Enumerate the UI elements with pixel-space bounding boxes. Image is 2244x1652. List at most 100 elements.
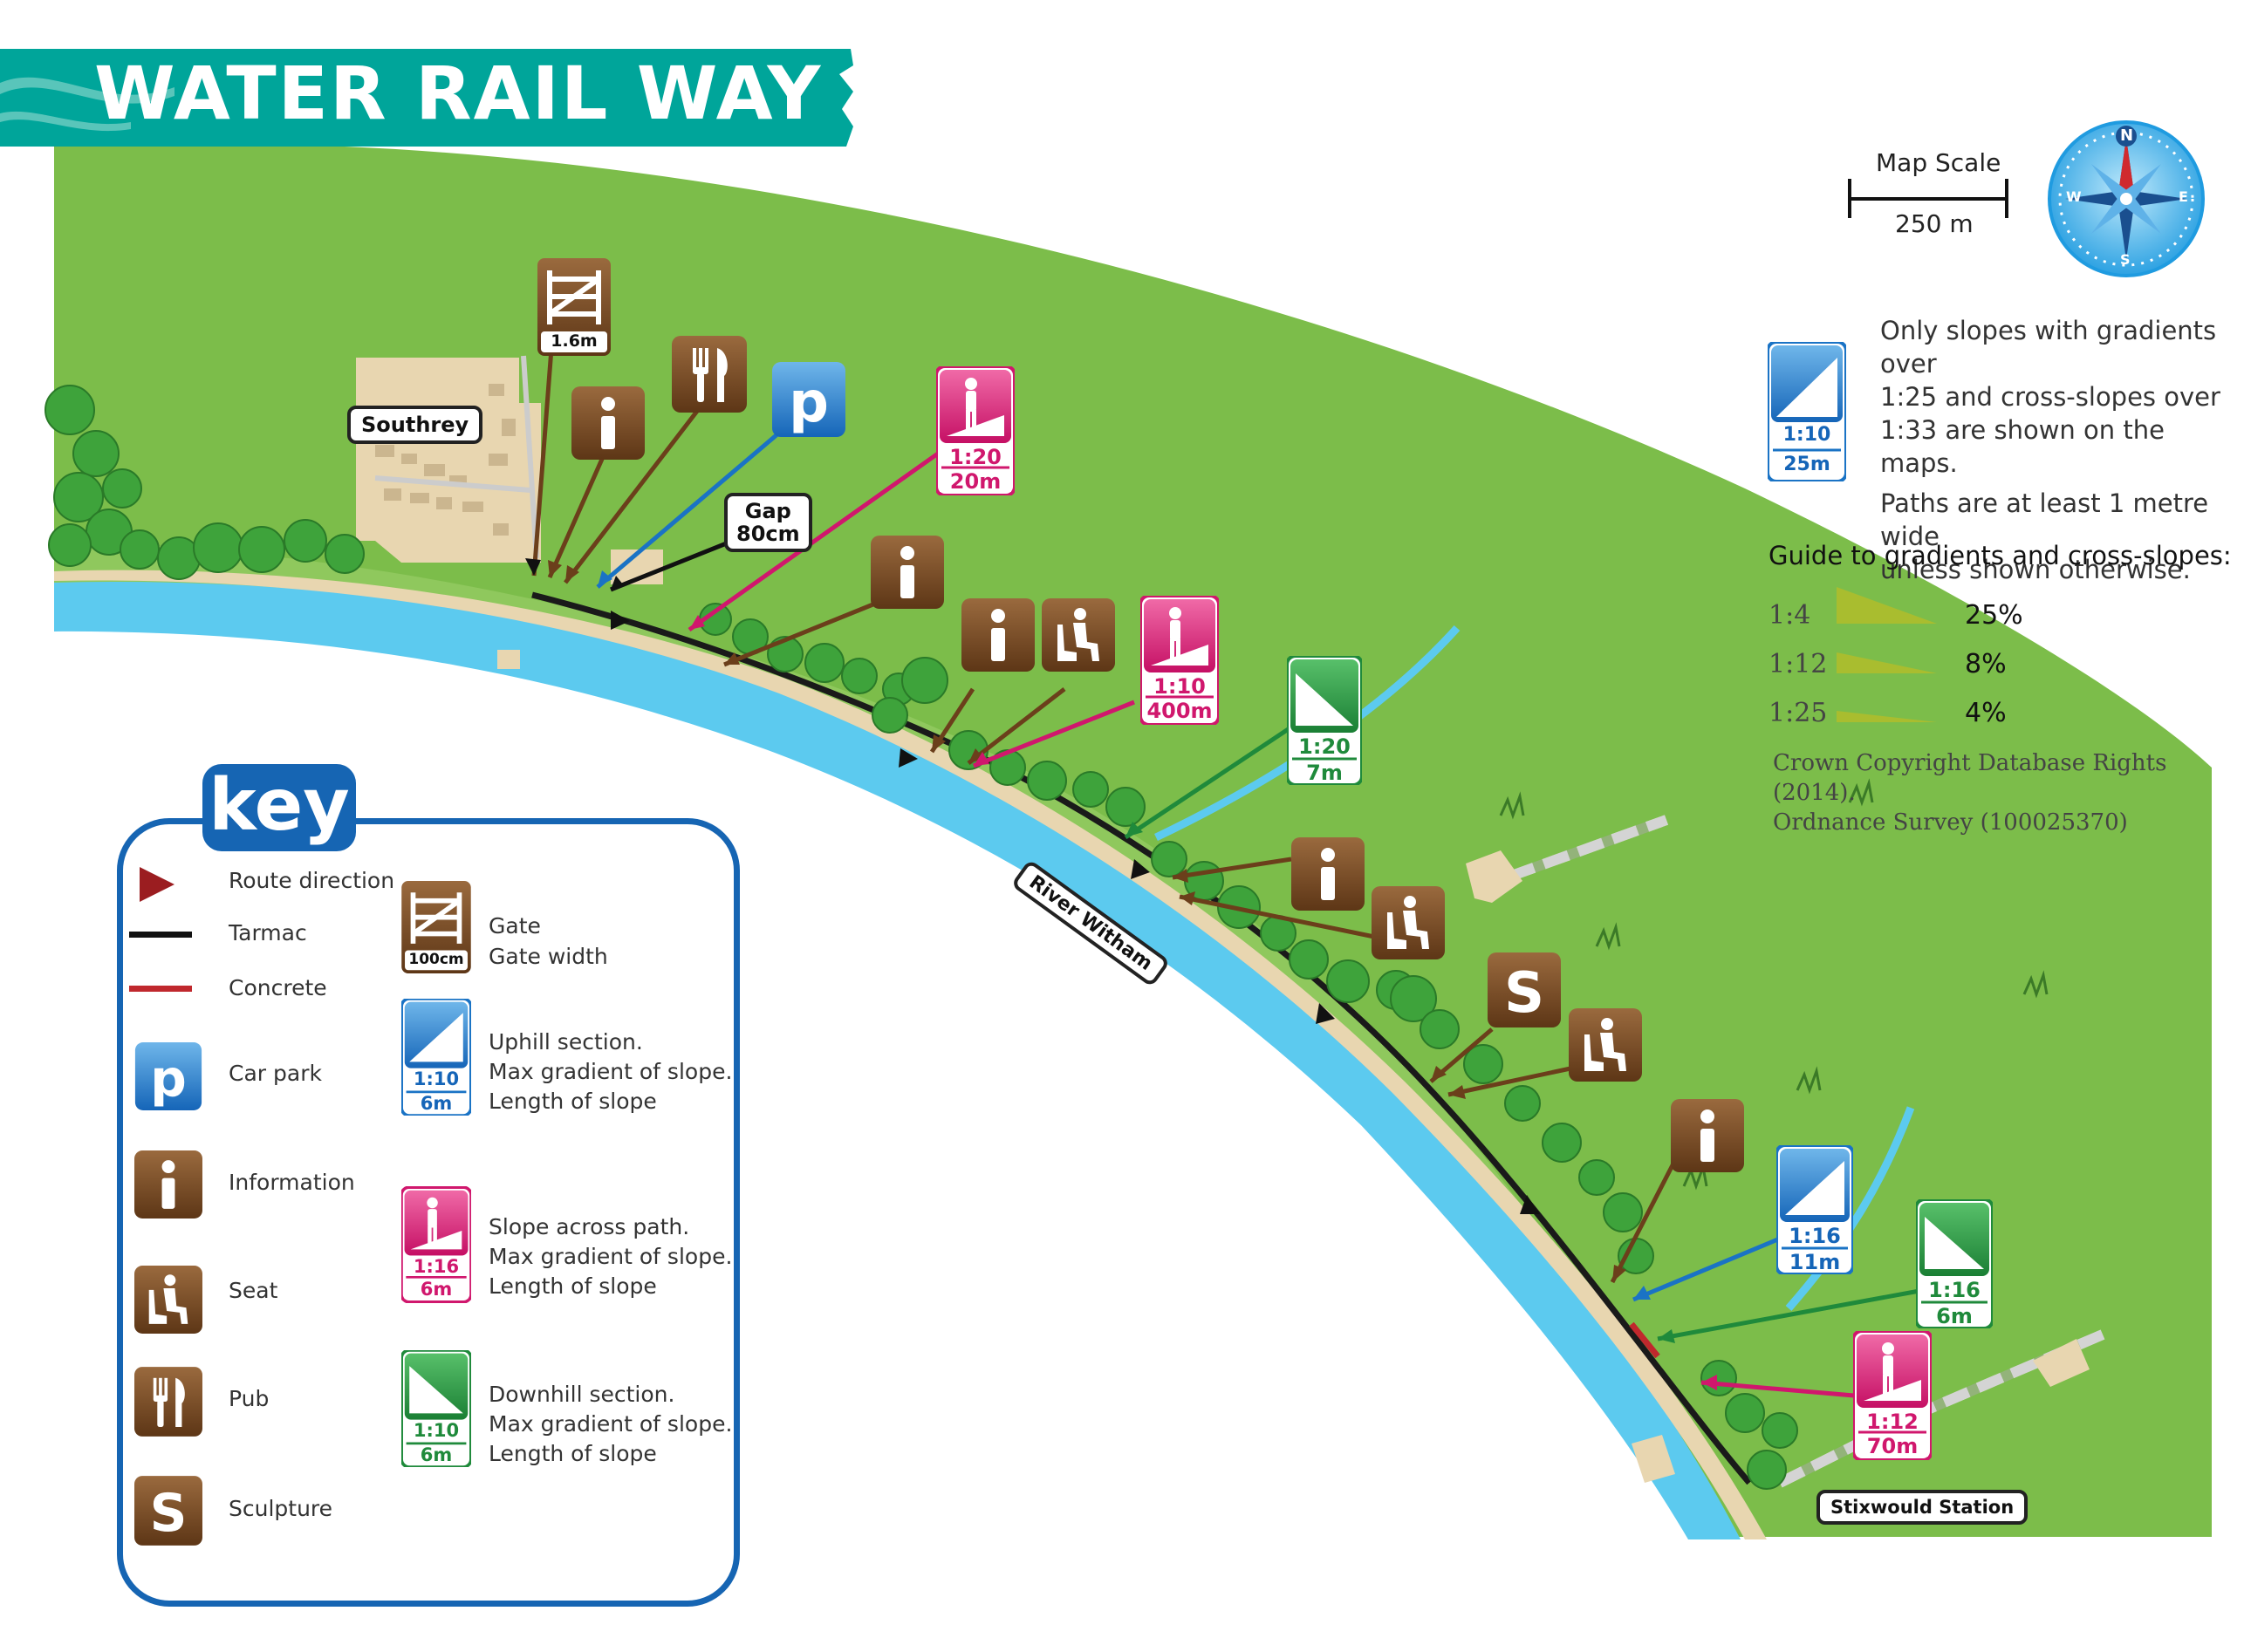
uphill-slope-icon — [1766, 340, 1848, 483]
svg-text:S: S — [150, 1484, 188, 1544]
cross-slope-walker-icon — [1139, 594, 1221, 727]
pub-fork-knife-icon — [134, 1367, 202, 1437]
slope-note-line5: unless shown otherwise. — [1880, 555, 2191, 584]
downhill-2-ratio: 1:16 — [1928, 1278, 1981, 1302]
cross-slope-marker-1: 1:20 20m — [934, 365, 1016, 497]
guide-ratio-1: 1:4 — [1769, 600, 1811, 631]
copyright-line1: Crown Copyright Database Rights (2014). — [1773, 750, 2167, 806]
uphill-slope-icon — [400, 997, 473, 1117]
slope-note-line2: 1:25 and cross-slopes over — [1880, 382, 2220, 412]
label-stixwould-station: Stixwould Station — [1816, 1490, 2028, 1525]
information-icon — [571, 386, 645, 460]
key-route-direction: Route direction — [229, 868, 395, 893]
key-cross-line3: Length of slope — [489, 1273, 657, 1299]
cross-slope-walker-icon — [400, 1185, 473, 1304]
key-downhill-line3: Length of slope — [489, 1441, 657, 1466]
key-downhill-length: 6m — [420, 1444, 453, 1465]
key-cross-sign: 1:16 6m — [400, 1185, 473, 1304]
label-gap: Gap 80cm — [724, 493, 812, 552]
slope-note-line4: Paths are at least 1 metre wide — [1880, 488, 2209, 551]
slope-note-line3: 1:33 are shown on the maps. — [1880, 415, 2165, 478]
cross-slope-marker-2: 1:10 400m — [1139, 594, 1221, 727]
uphill-1-length: 11m — [1789, 1250, 1841, 1274]
scale-bar — [1848, 179, 2008, 218]
key-cross-text: Slope across path. Max gradient of slope… — [489, 1212, 732, 1301]
uphill-sample-sign: 1:10 25m — [1766, 340, 1848, 483]
slope-note-text: Only slopes with gradients over 1:25 and… — [1880, 314, 2244, 586]
cross-slope-2-ratio: 1:10 — [1153, 674, 1206, 699]
information-icon — [871, 536, 944, 609]
key-cross-line2: Max gradient of slope. — [489, 1244, 733, 1269]
seat-person-icon — [1042, 598, 1115, 672]
key-uphill-length: 6m — [420, 1093, 453, 1114]
key-car-park: Car park — [229, 1061, 322, 1086]
key-downhill-line1: Downhill section. — [489, 1382, 675, 1407]
sculpture-s-icon: S — [1488, 952, 1561, 1027]
seat-person-icon — [1569, 1008, 1642, 1082]
gate-width-value: 1.6m — [551, 331, 598, 351]
downhill-1-ratio: 1:20 — [1298, 734, 1351, 759]
key-gate-width: Gate width — [489, 944, 608, 969]
gate-marker: 1.6m — [537, 258, 611, 356]
key-downhill-sign: 1:10 6m — [400, 1348, 473, 1469]
downhill-marker-2: 1:16 6m — [1914, 1198, 1994, 1330]
cross-slope-marker-3: 1:12 70m — [1851, 1329, 1933, 1462]
pub-fork-knife-icon — [672, 336, 747, 413]
route-direction-icon — [140, 867, 174, 902]
parking-p-icon: p — [134, 1042, 202, 1110]
cross-slope-1-ratio: 1:20 — [949, 445, 1002, 469]
seat-person-icon — [134, 1266, 202, 1334]
key-sculpture: Sculpture — [229, 1496, 333, 1521]
label-southrey: Southrey — [347, 406, 483, 444]
gate-icon — [537, 258, 611, 356]
southrey-village — [356, 358, 541, 563]
gradient-guide-wedges — [1837, 587, 1937, 722]
compass-s: S — [2120, 251, 2131, 268]
map-scale-label: Map Scale — [1876, 148, 2001, 177]
cross-slope-2-length: 400m — [1146, 699, 1213, 723]
key-seat: Seat — [229, 1278, 278, 1303]
cross-slope-3-length: 70m — [1866, 1434, 1919, 1458]
map-title: WATER RAIL WAY — [94, 51, 823, 136]
key-title: key — [202, 764, 356, 851]
concrete-line-icon — [129, 986, 192, 992]
uphill-sample-length: 25m — [1783, 454, 1830, 475]
map-scale-distance: 250 m — [1895, 209, 1974, 238]
key-gate-sample-width: 100cm — [408, 951, 464, 968]
information-icon — [134, 1150, 202, 1219]
svg-text:p: p — [150, 1049, 187, 1109]
guide-ratio-2: 1:12 — [1769, 649, 1828, 679]
compass-e: E — [2179, 188, 2188, 205]
copyright-line2: Ordnance Survey (100025370) — [1773, 809, 2128, 836]
key-uphill-line3: Length of slope — [489, 1089, 657, 1114]
key-gate-sign: 100cm — [401, 881, 471, 973]
guide-percent-3: 4% — [1965, 698, 2007, 728]
downhill-2-length: 6m — [1936, 1304, 1973, 1328]
downhill-1-length: 7m — [1306, 761, 1343, 785]
key-cross-ratio: 1:16 — [413, 1256, 460, 1277]
svg-text:p: p — [789, 371, 829, 435]
key-concrete: Concrete — [229, 975, 327, 1000]
seat-person-icon — [1372, 886, 1445, 959]
tarmac-line-icon — [129, 932, 192, 938]
downhill-marker-1: 1:20 7m — [1285, 654, 1364, 787]
key-uphill-ratio: 1:10 — [413, 1068, 460, 1089]
compass-n: N — [2120, 126, 2134, 145]
guide-ratio-3: 1:25 — [1769, 698, 1828, 728]
pointer-lines — [531, 348, 1920, 1398]
cross-slope-1-length: 20m — [949, 469, 1002, 494]
key-uphill-text: Uphill section. Max gradient of slope. L… — [489, 1027, 732, 1116]
key-cross-line1: Slope across path. — [489, 1214, 690, 1239]
downhill-slope-icon — [1914, 1198, 1994, 1330]
key-tarmac: Tarmac — [229, 920, 307, 945]
pointer-arrowheads — [525, 558, 1717, 1390]
key-downhill-line2: Max gradient of slope. — [489, 1411, 733, 1437]
key-uphill-sign: 1:10 6m — [400, 997, 473, 1117]
river-witham — [54, 582, 1741, 1539]
key-uphill-line2: Max gradient of slope. — [489, 1059, 733, 1084]
building — [1466, 850, 1522, 903]
copyright-note: Crown Copyright Database Rights (2014). … — [1773, 748, 2244, 837]
downhill-slope-icon — [1285, 654, 1364, 787]
